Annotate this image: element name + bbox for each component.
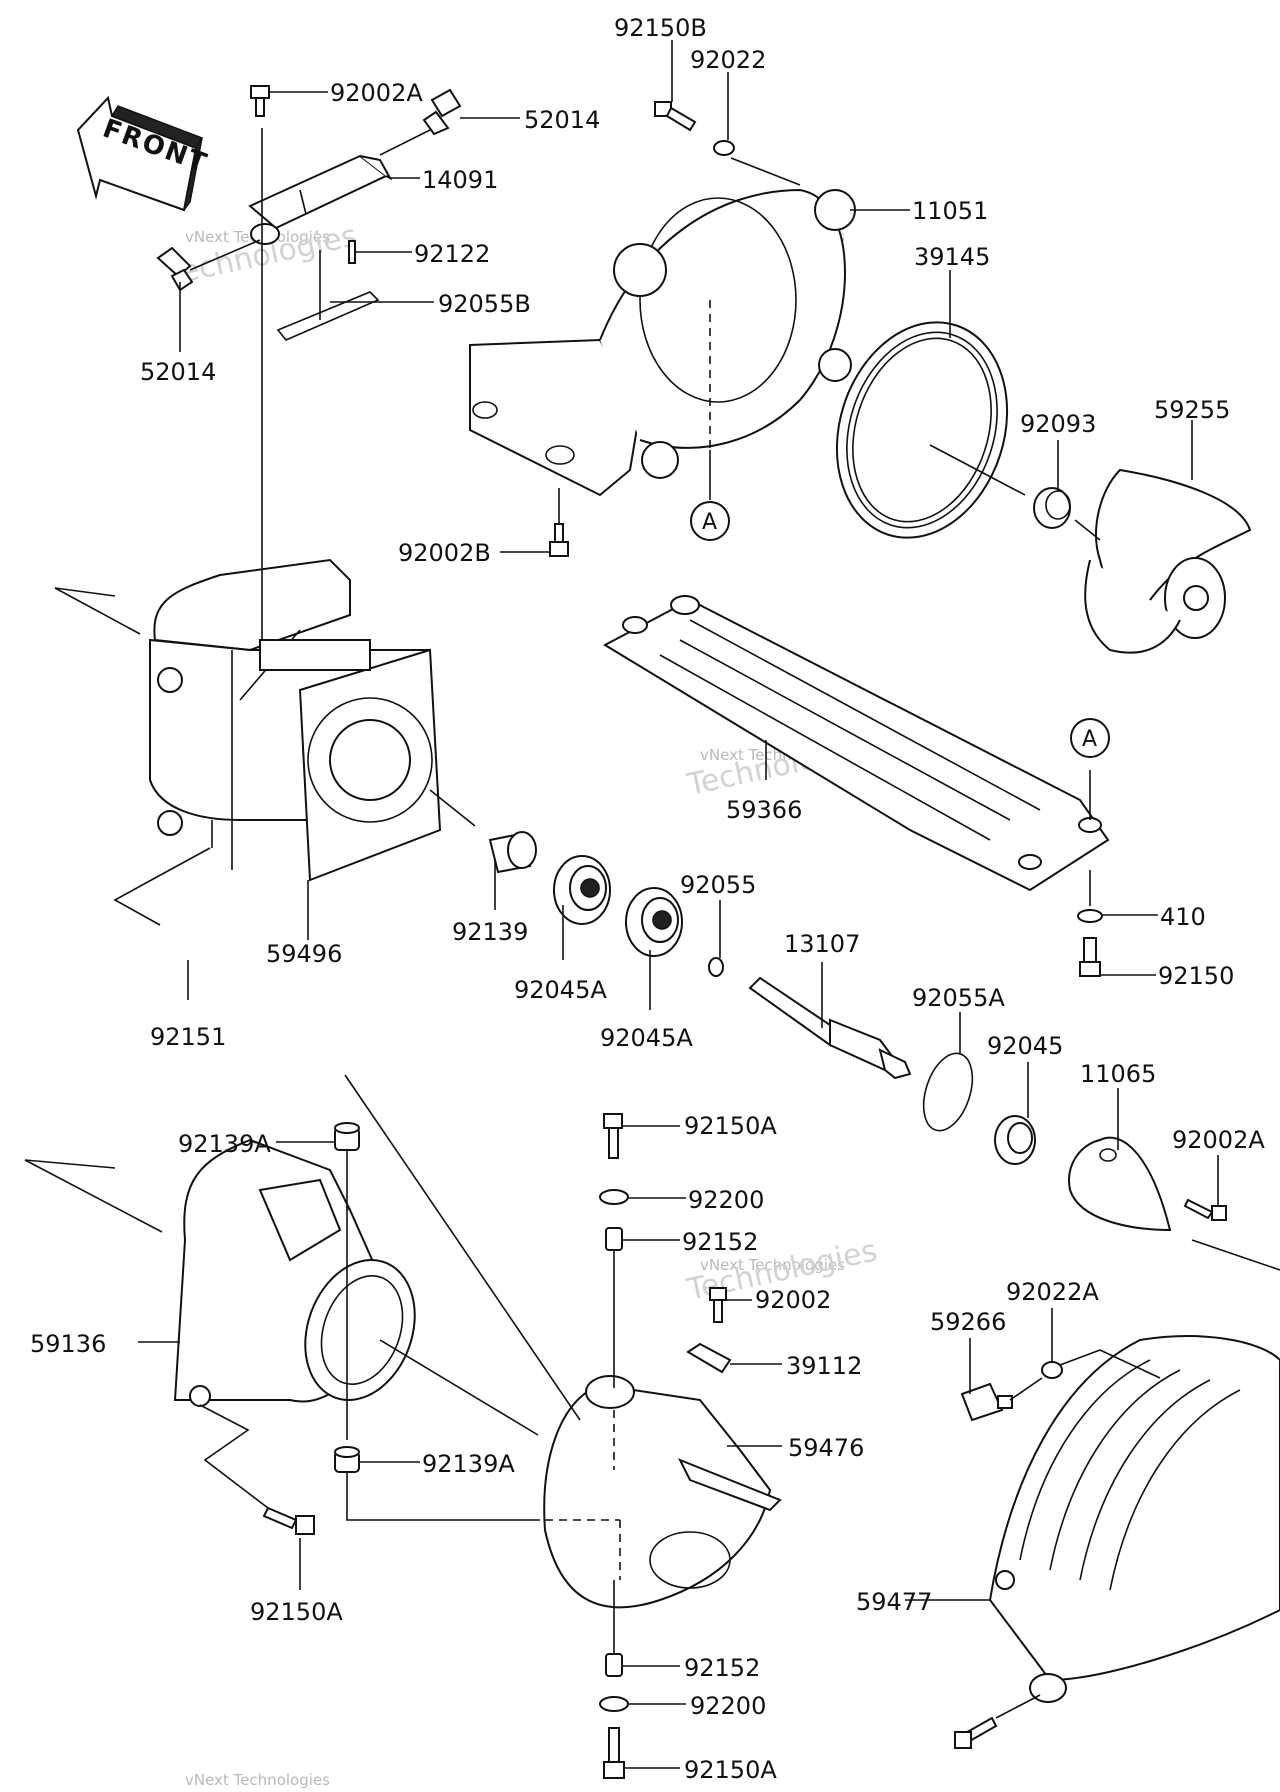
bolt-bottom-right-icon xyxy=(954,1716,998,1749)
part-label-92002a-right: 92002A xyxy=(1172,1126,1265,1154)
part-label-410: 410 xyxy=(1160,903,1206,931)
bushing-upper-icon xyxy=(334,1122,360,1151)
svg-text:A: A xyxy=(702,510,717,535)
bolt-icon xyxy=(250,85,270,117)
part-label-52014-top: 52014 xyxy=(524,106,600,134)
part-label-59366: 59366 xyxy=(726,796,802,824)
bolt-92150-icon xyxy=(1079,937,1101,977)
liner-ring-icon xyxy=(835,321,1009,539)
part-label-92152-lower: 92152 xyxy=(684,1654,760,1682)
washer-icon xyxy=(713,140,735,156)
part-label-59136: 59136 xyxy=(30,1330,106,1358)
bolt-small-icon xyxy=(654,101,697,132)
bolt-92002-icon xyxy=(709,1287,727,1323)
cover-icon xyxy=(988,1335,1280,1703)
part-label-92150a-left: 92150A xyxy=(250,1598,343,1626)
shaft-icon xyxy=(748,976,912,1080)
washer-center-icon xyxy=(599,1189,629,1205)
callout-a-lower: A xyxy=(1070,718,1110,758)
gasket-icon xyxy=(276,291,380,341)
part-label-92152-upper: 92152 xyxy=(682,1228,758,1256)
front-arrow-icon: FRONT xyxy=(76,95,212,212)
steering-nozzle-icon xyxy=(543,1375,782,1609)
part-shapes xyxy=(149,85,1280,1779)
part-label-92002a-top: 92002A xyxy=(330,79,423,107)
washer-92022a-icon xyxy=(1041,1361,1063,1379)
part-label-59255: 59255 xyxy=(1154,396,1230,424)
bolt-lower-left-icon xyxy=(262,1506,315,1535)
sensor-body-icon xyxy=(248,154,393,245)
part-label-14091: 14091 xyxy=(422,166,498,194)
part-label-92045: 92045 xyxy=(987,1032,1063,1060)
part-label-92150b: 92150B xyxy=(614,14,707,42)
bearing-icon-1 xyxy=(553,855,611,925)
bushing-lower-icon xyxy=(334,1446,360,1473)
part-label-59266: 59266 xyxy=(930,1308,1006,1336)
washer-410-icon xyxy=(1077,909,1103,923)
leader-lines xyxy=(24,40,1280,1769)
bearing-icon-2 xyxy=(625,887,683,957)
part-label-92002: 92002 xyxy=(755,1286,831,1314)
part-label-92200-upper: 92200 xyxy=(688,1186,764,1214)
impeller-icon xyxy=(1084,468,1252,654)
watermark-7: vNext Technologies xyxy=(185,1771,330,1789)
part-label-92055a: 92055A xyxy=(912,984,1005,1012)
bolt-bottom-icon xyxy=(603,1727,625,1779)
part-label-39145: 39145 xyxy=(914,243,990,271)
part-label-39112: 39112 xyxy=(786,1352,862,1380)
part-label-52014-lower: 52014 xyxy=(140,358,216,386)
part-label-92139a-lower: 92139A xyxy=(422,1450,515,1478)
pump-housing-icon xyxy=(469,188,856,497)
bolt-icon-92002b xyxy=(549,523,569,557)
part-label-59496: 59496 xyxy=(266,940,342,968)
callout-a-upper: A xyxy=(690,501,730,541)
fitting-59266-icon xyxy=(960,1382,1013,1422)
bearing-92045-icon xyxy=(994,1115,1036,1165)
part-label-92055: 92055 xyxy=(680,871,756,899)
part-label-92022: 92022 xyxy=(690,46,766,74)
seal-icon xyxy=(1033,487,1071,529)
part-label-59477: 59477 xyxy=(856,1588,932,1616)
part-label-92139a-upper: 92139A xyxy=(178,1130,271,1158)
bushing-icon xyxy=(488,831,537,874)
svg-text:A: A xyxy=(1082,727,1097,752)
cap-cone-icon xyxy=(1068,1136,1172,1232)
part-label-92150a-center: 92150A xyxy=(684,1112,777,1140)
o-ring-small-icon xyxy=(708,957,724,977)
bolt-right-icon xyxy=(1183,1198,1227,1221)
washer-lower-icon xyxy=(599,1696,629,1712)
spacer-center-icon xyxy=(605,1227,623,1251)
part-label-92045a-1: 92045A xyxy=(514,976,607,1004)
part-label-92093: 92093 xyxy=(1020,410,1096,438)
bridge-bar-icon xyxy=(602,595,1110,892)
part-label-11051: 11051 xyxy=(912,197,988,225)
part-label-92150a-bottom: 92150A xyxy=(684,1756,777,1784)
pump-case-icon xyxy=(149,558,442,882)
lever-icon xyxy=(686,1342,732,1374)
part-label-13107: 13107 xyxy=(784,930,860,958)
part-label-92139: 92139 xyxy=(452,918,528,946)
part-label-92150: 92150 xyxy=(1158,962,1234,990)
bolt-center-icon xyxy=(603,1113,623,1159)
elbow-fitting-icon xyxy=(422,88,462,136)
watermark-6: vNext Technologies xyxy=(700,1256,845,1274)
part-labels: 92150B 92022 92002A 52014 14091 11051 39… xyxy=(30,14,1265,1784)
part-label-92200-lower: 92200 xyxy=(690,1692,766,1720)
part-label-92151: 92151 xyxy=(150,1023,226,1051)
elbow-fitting-lower-icon xyxy=(156,246,194,292)
part-label-92002b: 92002B xyxy=(398,539,491,567)
part-label-92045a-2: 92045A xyxy=(600,1024,693,1052)
part-label-11065: 11065 xyxy=(1080,1060,1156,1088)
pin-icon xyxy=(348,240,356,264)
nozzle-icon xyxy=(173,1138,416,1407)
part-label-92055b: 92055B xyxy=(438,290,531,318)
o-ring-large-icon xyxy=(922,1052,974,1132)
spacer-lower-icon xyxy=(605,1653,623,1677)
part-label-92022a: 92022A xyxy=(1006,1278,1099,1306)
part-label-59476: 59476 xyxy=(788,1434,864,1462)
part-label-92122: 92122 xyxy=(414,240,490,268)
